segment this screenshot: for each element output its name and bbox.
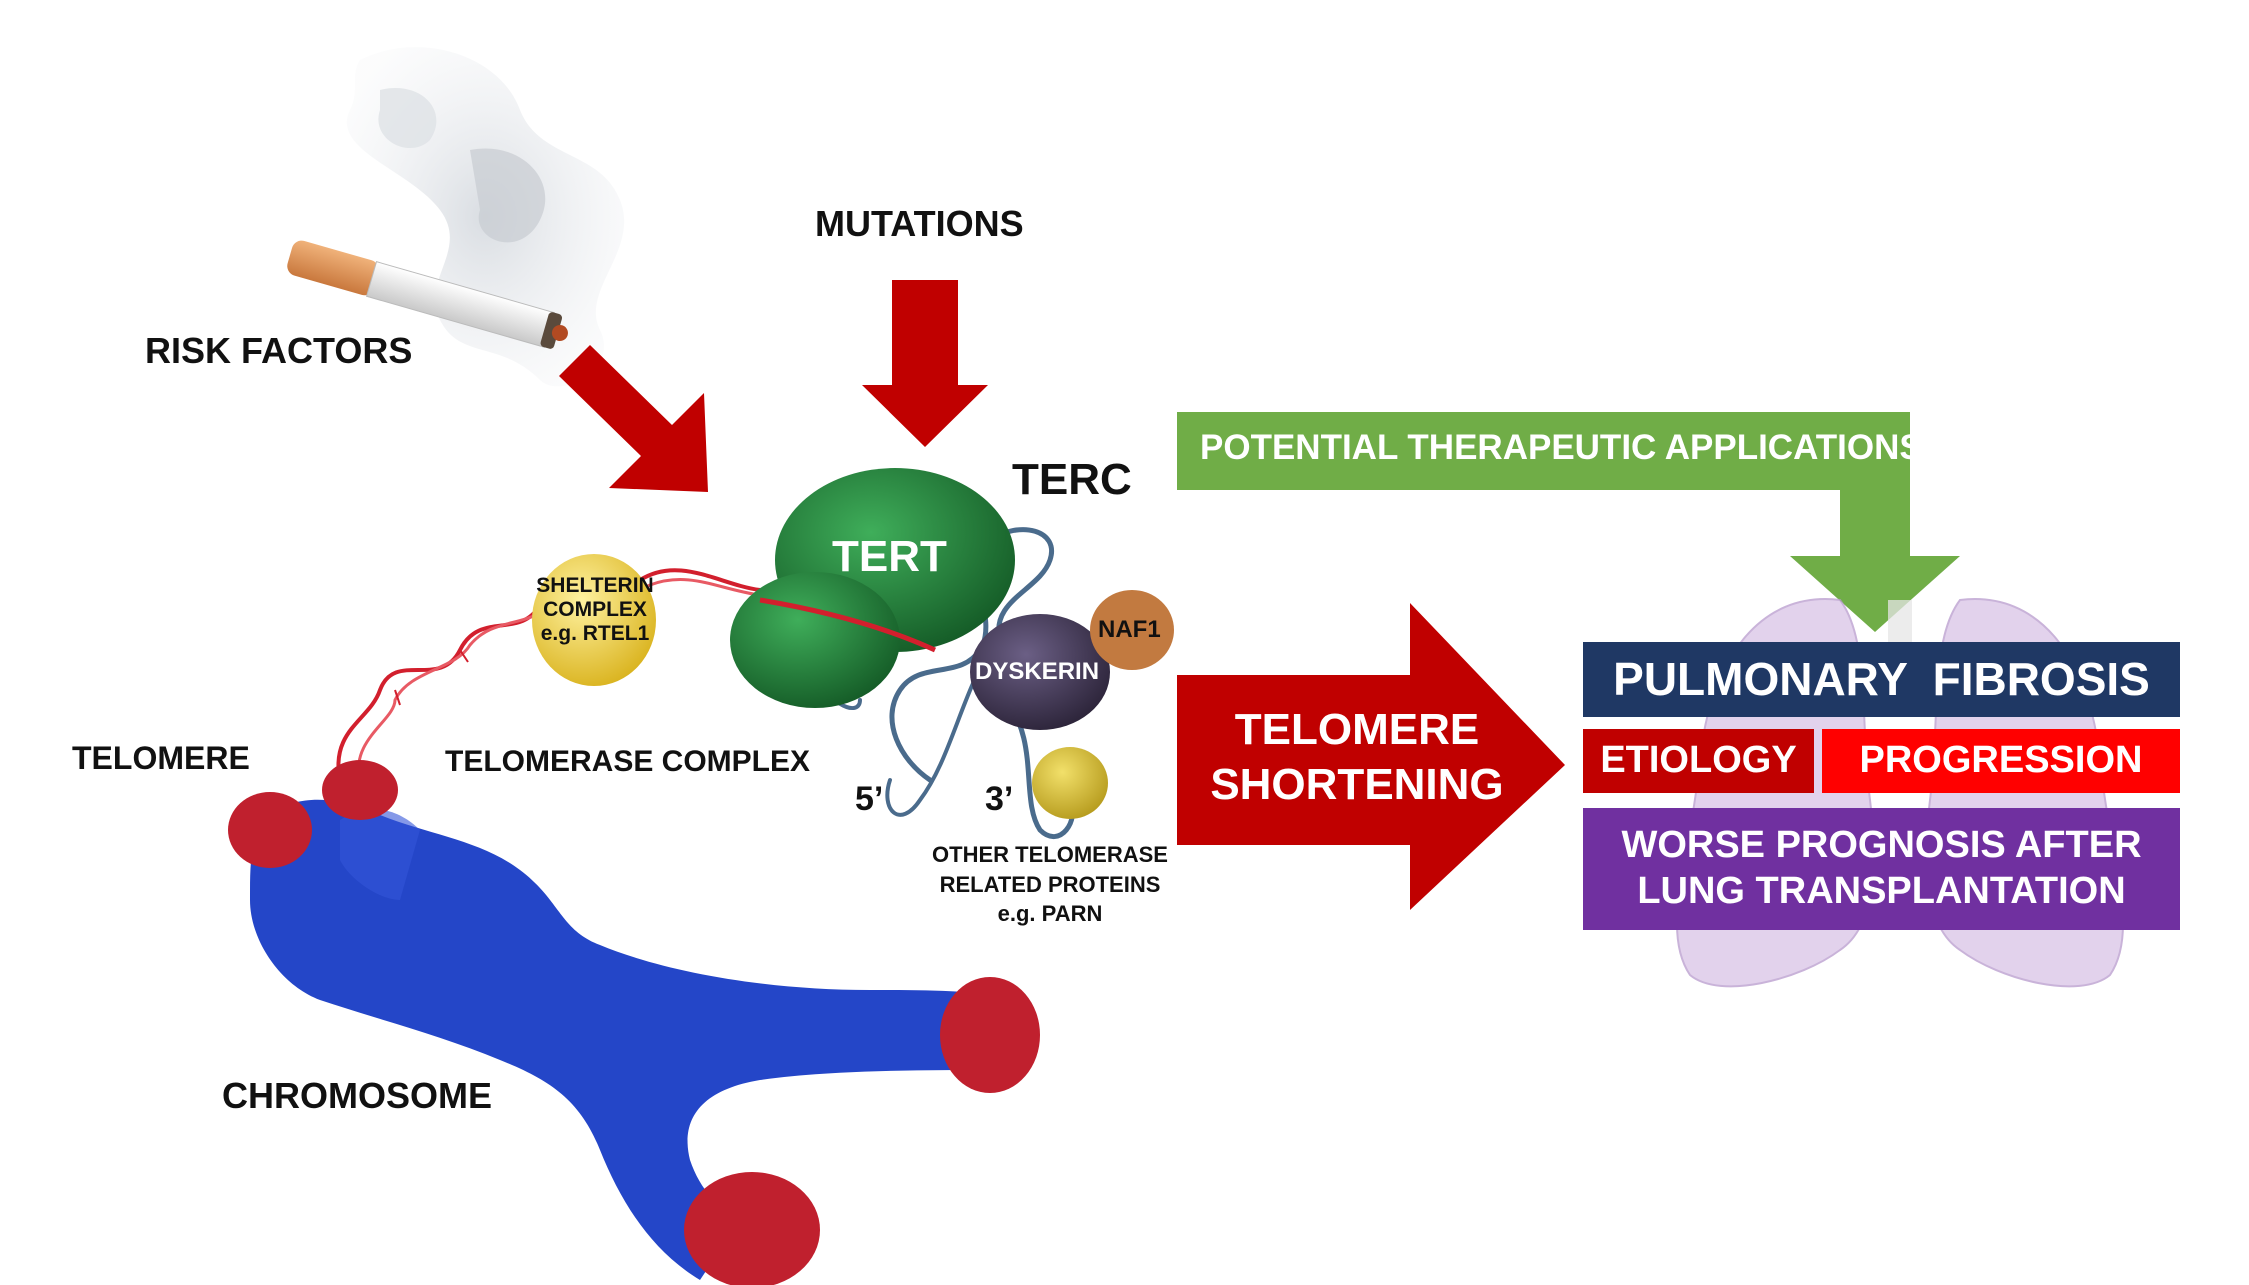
shelterin-line-2: COMPLEX [543, 598, 647, 622]
mutations-arrow [862, 280, 988, 447]
dyskerin-protein-icon [970, 614, 1110, 730]
etiology-text: ETIOLOGY [1600, 739, 1797, 782]
shortening-line-2: SHORTENING [1210, 760, 1504, 809]
other-proteins-line-1: OTHER TELOMERASE [932, 842, 1168, 867]
other-proteins-label: OTHER TELOMERASE RELATED PROTEINS e.g. P… [915, 840, 1185, 929]
telomere-shortening-arrow [1177, 603, 1565, 910]
risk-factors-label: RISK FACTORS [145, 330, 413, 371]
dyskerin-label: DYSKERIN [975, 658, 1100, 685]
other-protein-icon [1032, 747, 1108, 819]
other-proteins-line-2: RELATED PROTEINS [939, 871, 1161, 897]
shelterin-label: SHELTERIN COMPLEX e.g. RTEL1 [530, 574, 660, 646]
progression-text: PROGRESSION [1859, 739, 2143, 782]
shelterin-protein-icon [532, 554, 656, 686]
smoke-icon [346, 47, 625, 387]
terc-label: TERC [1012, 455, 1132, 504]
pulmonary-fibrosis-text: PULMONARY FIBROSIS [1613, 652, 2150, 705]
naf1-label: NAF1 [1098, 616, 1161, 643]
prognosis-box: WORSE PROGNOSIS AFTER LUNG TRANSPLANTATI… [1583, 808, 2180, 930]
tert-label: TERT [832, 532, 947, 581]
progression-box: PROGRESSION [1822, 729, 2180, 793]
mutations-label: MUTATIONS [815, 203, 1024, 244]
five-prime-label: 5’ [855, 780, 884, 818]
other-proteins-line-3: e.g. PARN [997, 901, 1103, 927]
shortening-line-1: TELOMERE [1234, 705, 1480, 754]
telomere-shortening-label: TELOMERE SHORTENING [1187, 702, 1527, 812]
pulmonary-fibrosis-box: PULMONARY FIBROSIS [1583, 642, 2180, 717]
cigarette-icon [287, 240, 568, 349]
chromosome-label: CHROMOSOME [222, 1075, 492, 1116]
chromosome-icon [228, 760, 1040, 1285]
shelterin-line-1: SHELTERIN [536, 574, 654, 597]
prognosis-line-1: WORSE PROGNOSIS AFTER [1621, 824, 2142, 867]
prognosis-line-2: LUNG TRANSPLANTATION [1637, 870, 2126, 912]
three-prime-label: 3’ [985, 780, 1014, 818]
therapeutic-arrow [1177, 412, 1960, 632]
etiology-box: ETIOLOGY [1583, 729, 1814, 793]
shelterin-line-3: e.g. RTEL1 [540, 622, 650, 646]
tert-protein-icon [730, 468, 1015, 708]
therapeutic-label: POTENTIAL THERAPEUTIC APPLICATIONS [1200, 428, 1923, 467]
telomerase-complex-label: TELOMERASE COMPLEX [445, 745, 811, 778]
risk-factors-arrow [559, 345, 708, 492]
naf1-protein-icon [1090, 590, 1174, 670]
telomere-label: TELOMERE [72, 740, 250, 776]
